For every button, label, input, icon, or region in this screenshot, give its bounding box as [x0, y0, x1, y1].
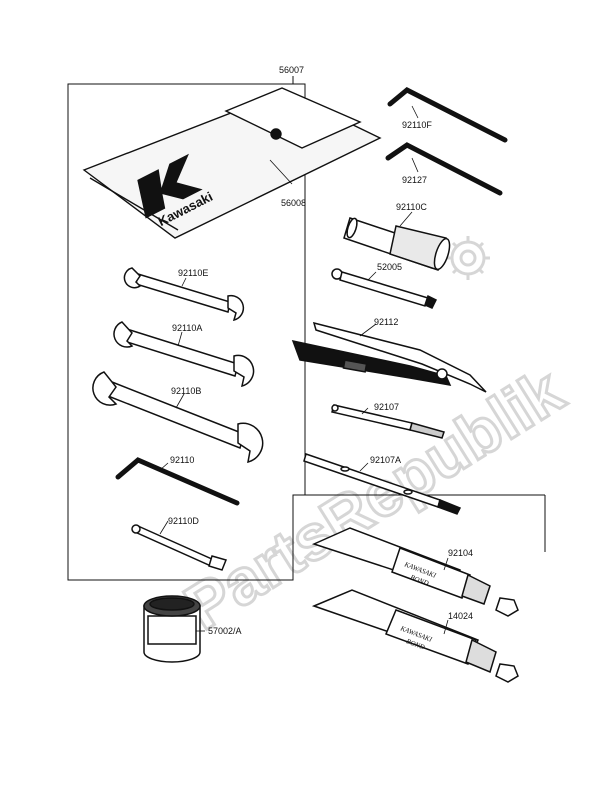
label-92107a: 92107A	[370, 455, 401, 465]
pliers	[291, 321, 487, 393]
hex-key-92127	[385, 142, 503, 196]
plug-wrench	[343, 217, 451, 271]
part-labels: 56007 56008 92110F 92127 92110C 52005 92…	[168, 65, 473, 636]
grease-can	[143, 595, 201, 663]
wrench-92110b	[92, 371, 264, 464]
tool-pouch	[82, 87, 382, 239]
label-92110d: 92110D	[168, 516, 199, 526]
screwdriver-92107	[331, 404, 445, 439]
gear-watermark-icon	[446, 236, 490, 280]
label-92127: 92127	[402, 175, 427, 185]
label-92110c: 92110C	[396, 202, 427, 212]
wrench-92110a	[113, 321, 255, 388]
label-14024: 14024	[448, 611, 473, 621]
label-92107: 92107	[374, 402, 399, 412]
label-92104: 92104	[448, 548, 473, 558]
label-92110e: 92110E	[178, 268, 208, 278]
label-56008: 56008	[281, 198, 306, 208]
bond-tube-14024	[311, 589, 519, 683]
tommy-bar	[331, 268, 438, 309]
label-92110b: 92110B	[171, 386, 201, 396]
label-92110a: 92110A	[172, 323, 202, 333]
label-56007: 56007	[279, 65, 304, 75]
spoke-wrench	[131, 524, 228, 571]
screwdriver-92107a	[303, 453, 462, 515]
label-92110f: 92110F	[402, 120, 432, 130]
label-52005: 52005	[377, 262, 402, 272]
label-57002a: 57002/A	[208, 626, 242, 636]
hex-key-f	[387, 87, 508, 143]
hex-key-92110	[115, 457, 240, 506]
wrench-92110e	[123, 267, 245, 322]
label-92110: 92110	[170, 455, 194, 465]
label-92112: 92112	[374, 317, 398, 327]
leader-lines	[159, 105, 449, 635]
bond-tube-92104	[311, 527, 519, 617]
